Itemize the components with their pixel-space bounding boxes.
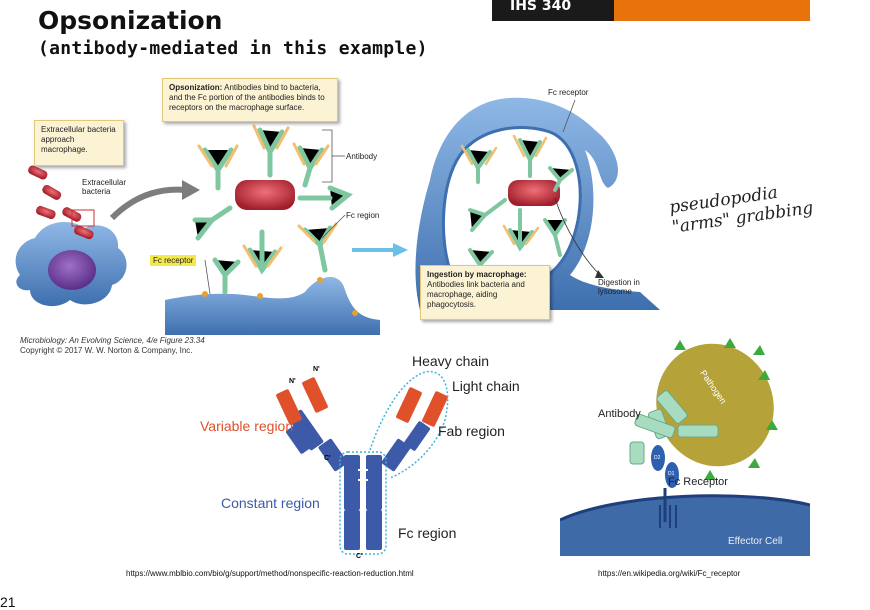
label-fc-region: Fc region [346,211,380,220]
label-extracellular-bacteria: Extracellular bacteria [82,178,127,196]
caption-line2: Copyright © 2017 W. W. Norton & Company,… [20,346,193,355]
n-terminus-left: N' [289,378,296,385]
header-orange-bar [614,0,810,21]
callout-ingestion-text: Antibodies link bacteria and macrophage,… [427,280,525,309]
bacterium [235,180,295,210]
caption-line1: Microbiology: An Evolving Science, 4/e F… [20,336,205,345]
label-digestion: Digestion in lysosome [598,278,640,296]
label-constant-region: Constant region [221,495,320,511]
light-chain-left [276,377,328,454]
handwritten-note: pseudopodia "arms" grabbing [668,178,815,238]
slide-title: Opsonization [38,6,223,35]
light-chain-right [396,387,448,451]
fc-receptor-diagram: Pathogen Antibody Fc Receptor Effector C… [560,330,810,556]
label-heavy-chain: Heavy chain [412,353,490,369]
callout-opsonization-text: Antibodies bind to bacteria, and the Fc … [169,83,325,112]
label-fc-region-diagram: Fc region [398,525,457,541]
effector-cell-membrane [560,495,810,556]
heavy-chain-right [366,438,411,550]
callout-ingestion: Ingestion by macrophage: Antibodies link… [420,265,550,320]
source-url-mblbio[interactable]: https://www.mblbio.com/bio/g/support/met… [126,569,414,578]
label-variable-region: Variable region [200,418,294,434]
label-d1: D1 [668,471,675,477]
callout-ingestion-title: Ingestion by macrophage: [427,270,527,279]
fc-antibody [629,390,719,465]
opsonization-figure [15,97,660,335]
label-fc-receptor-right: Fc receptor [548,88,589,97]
fab-region-outline [369,370,449,479]
source-url-wikipedia[interactable]: https://en.wikipedia.org/wiki/Fc_recepto… [598,569,741,578]
callout-opsonization: Opsonization: Antibodies bind to bacteri… [162,78,338,122]
macrophage-surface [165,277,380,335]
label-fc-antibody: Antibody [598,408,641,420]
antibodies-right [460,134,574,277]
callout-extracellular: Extracellular bacteria approach macropha… [34,120,124,166]
label-light-chain: Light chain [452,378,520,394]
label-antibody: Antibody [346,152,378,161]
label-fc-receptor-left: Fc receptor [150,255,197,266]
callout-opsonization-title: Opsonization: [169,83,223,92]
fc-receptor-shape [651,445,679,528]
extracellular-bacteria-group [28,165,94,240]
label-d2: D2 [654,455,661,461]
macrophage-nucleus [48,250,96,290]
page-number: 21 [0,594,16,610]
fc-region-outline [339,451,387,555]
label-fc-receptor: Fc Receptor [668,476,728,488]
antibodies-middle [192,124,353,295]
c-terminus-bottom: C' [356,553,363,560]
c-terminus-mark: C' [324,455,331,462]
label-fab-region: Fab region [438,423,505,439]
antibody-structure-diagram [276,370,449,555]
course-badge: IHS 340 [492,0,614,21]
n-terminus-right: N' [313,366,320,373]
figure-caption: Microbiology: An Evolving Science, 4/e F… [20,336,205,356]
label-effector-cell: Effector Cell [728,536,783,547]
slide-subtitle: (antibody-mediated in this example) [38,38,428,59]
